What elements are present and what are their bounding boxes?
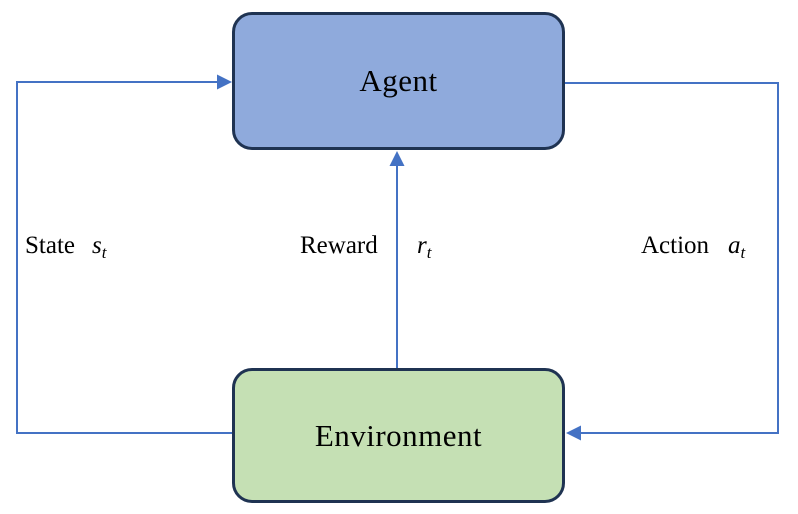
action-arrowhead-icon (566, 425, 581, 441)
agent-box: Agent (232, 12, 565, 150)
state-label-subscript: t (101, 242, 107, 262)
reward-label-symbol: r (417, 232, 427, 259)
environment-box-label: Environment (314, 417, 483, 453)
agent-box-label: Agent (359, 63, 438, 98)
state-arrow-line (16, 81, 232, 434)
action-label-word: Action (641, 232, 710, 259)
state-arrowhead-icon (217, 74, 232, 90)
reward-label-symbol-group: rt (417, 228, 431, 264)
action-label-subscript: t (740, 242, 746, 262)
action-arrow-line (565, 82, 779, 434)
environment-box: Environment (232, 368, 565, 503)
state-label-symbol: s (92, 232, 102, 259)
reward-label-word: Reward (300, 232, 378, 259)
reward-label-subscript: t (426, 242, 432, 262)
reward-label: Reward (300, 228, 378, 264)
action-label-symbol: a (728, 232, 741, 259)
state-label-word: State (25, 232, 75, 259)
reward-arrowhead-icon (389, 151, 405, 166)
